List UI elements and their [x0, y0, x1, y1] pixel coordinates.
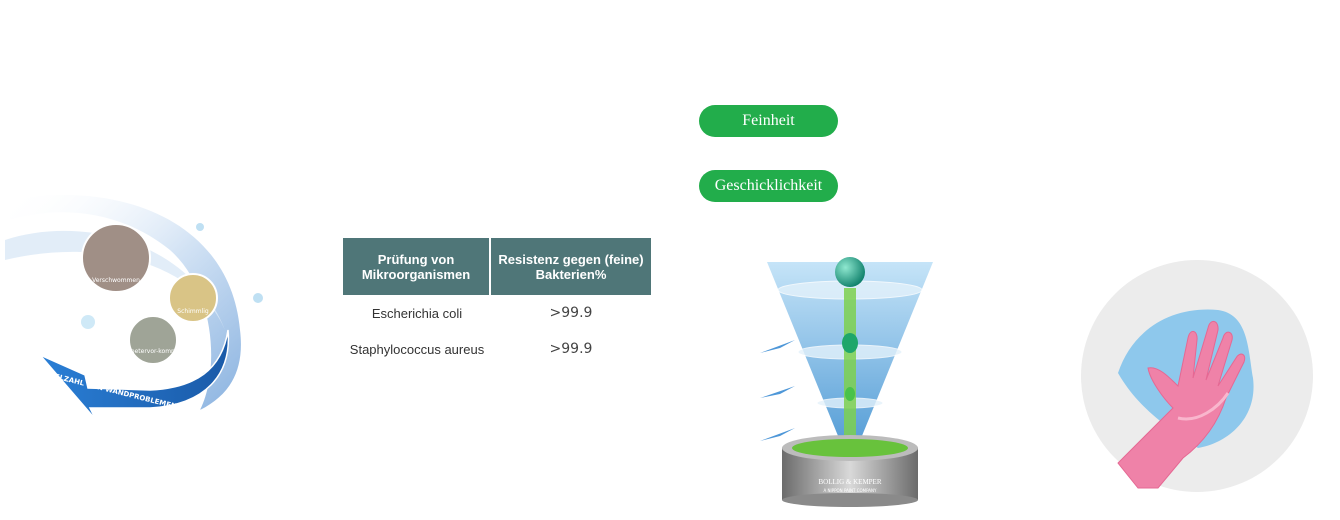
organism-cell: Escherichia coli	[371, 305, 463, 321]
drop-small	[845, 387, 855, 401]
organism-cell: Staphylococcus aureus	[349, 341, 485, 357]
paint-can: BOLLIG & KEMPER A NIPPON PAINT COMPANY	[782, 435, 918, 507]
glove	[1117, 321, 1246, 489]
fineness-tag: Feinheit	[699, 105, 838, 137]
header-resistance: Resistenz gegen (feine) Bakterien%	[491, 238, 651, 295]
drop-medium	[842, 333, 858, 353]
value-cell: >99.9	[549, 305, 593, 321]
drop-large	[835, 257, 865, 287]
table-row: Escherichia coli >99.9	[343, 295, 651, 331]
table-row: Staphylococcus aureus >99.9	[343, 331, 651, 367]
bubble-moldy: Schimmlig	[168, 273, 218, 323]
curved-arrow	[39, 329, 230, 421]
table-header-row: Prüfung von Mikroorganismen Resistenz ge…	[343, 238, 651, 295]
svg-text:BOLLIG & KEMPER: BOLLIG & KEMPER	[819, 478, 882, 486]
svg-text:Verschwommen: Verschwommen	[92, 277, 140, 284]
filter-funnel-graphic: BOLLIG & KEMPER A NIPPON PAINT COMPANY	[760, 257, 933, 507]
bubble-saltpeter: Salpetervor-kommen	[122, 315, 185, 365]
cleaning-glove-graphic	[1081, 260, 1313, 492]
dexterity-tag: Geschicklichkeit	[699, 170, 838, 202]
swoosh-band	[10, 195, 241, 410]
microorganism-table: Prüfung von Mikroorganismen Resistenz ge…	[343, 238, 651, 367]
svg-text:A NIPPON PAINT COMPANY: A NIPPON PAINT COMPANY	[824, 488, 877, 493]
wall-problems-graphic: Verschwommen Schimmlig Salpetervor-komme…	[5, 195, 263, 421]
header-organism: Prüfung von Mikroorganismen	[343, 238, 491, 295]
bubble-blurry: Verschwommen	[81, 223, 151, 293]
value-cell: >99.9	[549, 341, 593, 357]
svg-text:Salpetervor-kommen: Salpetervor-kommen	[122, 348, 185, 355]
svg-text:Schimmlig: Schimmlig	[177, 308, 209, 315]
